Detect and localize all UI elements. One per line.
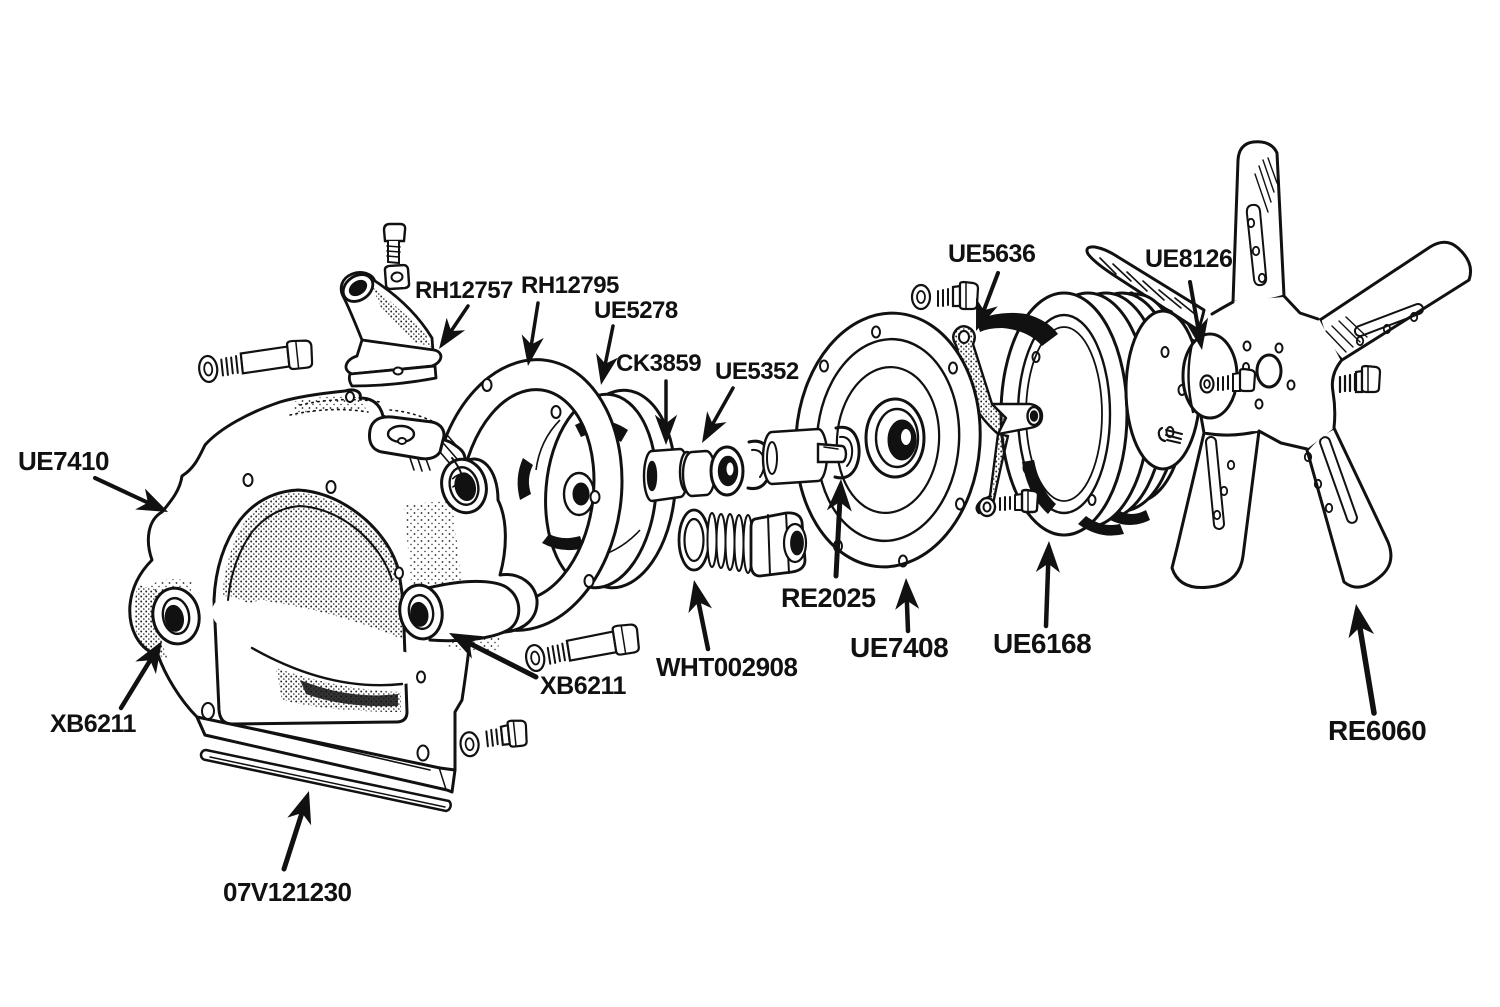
leader-arrow-head [287, 791, 312, 826]
fan [1085, 140, 1473, 589]
leader-arrow-line [709, 386, 735, 429]
leader-arrow-line [1043, 557, 1051, 629]
leader-arrow-line [833, 495, 843, 579]
outlet-elbow [339, 271, 443, 388]
elbow-nut [383, 263, 411, 291]
part-label-ck3859: CK3859 [616, 350, 702, 377]
leader-arrow-head [688, 580, 713, 614]
part-label-xb6211-left: XB6211 [50, 710, 136, 738]
leader-arrow-head [1185, 317, 1209, 350]
shaft-assembly [642, 425, 861, 503]
leader-arrow-line [447, 304, 470, 336]
leader-arrow-head [654, 414, 678, 445]
part-label-re2025: RE2025 [781, 583, 876, 613]
leader-arrow-head [521, 334, 544, 366]
part-label-ue5278: UE5278 [594, 297, 678, 324]
leader-arrow-head [895, 578, 920, 610]
leader-arrow-head [135, 641, 162, 675]
housing-bolt [459, 719, 528, 758]
mounting-rod [199, 748, 452, 813]
leader-arrow-head [1348, 604, 1375, 639]
leader-arrow-line [1356, 620, 1377, 716]
part-label-ue5636: UE5636 [948, 240, 1036, 268]
part-label-re6060: RE6060 [1328, 715, 1427, 746]
leader-arrow-line [463, 639, 539, 680]
leader-arrows [93, 271, 1377, 872]
part-label-rh12757: RH12757 [415, 277, 513, 304]
spider-bracket [952, 312, 1058, 518]
union-plug [677, 508, 808, 578]
leader-arrow-line [118, 654, 155, 711]
leader-arrow-line [602, 324, 615, 369]
part-label-07v121230: 07V121230 [223, 877, 352, 907]
elbow-bolt [382, 222, 407, 265]
part-label-wht002908: WHT002908 [656, 652, 798, 682]
leader-arrow-head [1035, 541, 1060, 573]
leader-arrow-head [702, 411, 727, 443]
leader-arrow-head [596, 353, 618, 385]
part-label-ue6168: UE6168 [993, 628, 1092, 659]
part-label-ue7410: UE7410 [18, 446, 109, 476]
top-long-bolt [198, 339, 314, 384]
leader-arrow-line [695, 596, 711, 652]
leader-arrow-line [93, 476, 154, 507]
leader-arrow-line [904, 594, 911, 634]
part-label-rh12795: RH12795 [521, 272, 619, 299]
fan-bolt [1338, 364, 1382, 394]
backplate-bolt [910, 280, 980, 311]
part-label-ue5352: UE5352 [715, 358, 799, 385]
fan-hub [1124, 309, 1257, 471]
leader-arrow-head [826, 479, 852, 512]
leader-arrow-line [1188, 280, 1201, 334]
leader-arrow-line [281, 806, 306, 872]
leader-arrow-head [439, 317, 466, 349]
part-label-ue8126: UE8126 [1145, 245, 1233, 273]
pump-housing [128, 388, 539, 794]
leader-arrow-line [529, 301, 540, 350]
leader-arrow-line [980, 271, 1000, 316]
leader-arrow-head [449, 633, 484, 659]
part-label-ue7408: UE7408 [850, 632, 949, 663]
long-bolt [524, 623, 640, 673]
part-label-xb6211-right: XB6211 [540, 672, 626, 700]
leader-arrow-head [135, 488, 168, 512]
leader-arrow-head [976, 298, 998, 331]
circlip [833, 425, 861, 480]
